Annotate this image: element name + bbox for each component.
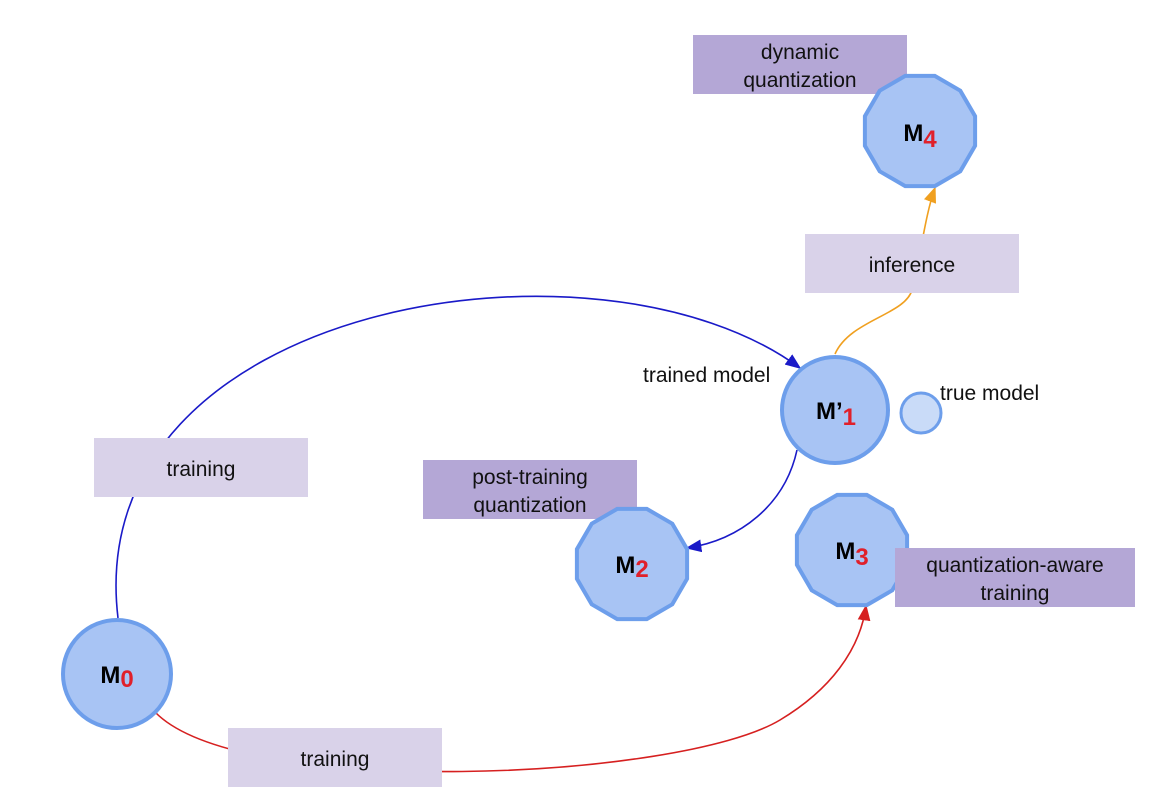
node-m2: M2 [574, 506, 690, 622]
node-m2-sub: 2 [635, 556, 648, 583]
label-training-bottom-text: training [301, 748, 370, 771]
node-m1-prime: M’1 [780, 355, 890, 465]
svg-text:M4: M4 [903, 120, 937, 153]
label-trained-model: trained model [643, 364, 770, 387]
label-qat-line1: quantization-aware [926, 554, 1103, 577]
node-m0-sub: 0 [120, 666, 133, 693]
node-m0: M0 [61, 618, 173, 730]
node-m2-main: M [615, 552, 635, 579]
svg-text:M2: M2 [615, 552, 648, 583]
label-training-bottom: training [228, 728, 442, 787]
label-true-model: true model [940, 382, 1039, 405]
svg-text:M0: M0 [100, 662, 133, 693]
label-post-training-line1: post-training [472, 466, 588, 489]
label-post-training-line2: quantization [473, 494, 586, 517]
node-m0-main: M [100, 662, 120, 689]
label-post-training-quantization: post-training quantization [423, 460, 637, 519]
node-m4: M4 [862, 73, 978, 189]
label-dynamic-quantization: dynamic quantization [693, 35, 907, 94]
label-dynamic-line2: quantization [743, 69, 856, 92]
label-dynamic-line1: dynamic [761, 41, 839, 64]
label-qat-line2: training [981, 582, 1050, 605]
label-training-top-text: training [167, 458, 236, 481]
node-true-model [899, 391, 943, 435]
node-m1-main: M’ [816, 398, 843, 425]
label-training-top: training [94, 438, 308, 497]
node-m4-main: M [903, 120, 923, 147]
node-m3-sub: 3 [855, 544, 868, 571]
node-m4-sub: 4 [923, 126, 937, 153]
node-m1-sub: 1 [843, 404, 856, 431]
node-m3-main: M [835, 538, 855, 565]
label-inference: inference [805, 234, 1019, 293]
node-m3: M3 [794, 492, 910, 608]
label-quantization-aware-training: quantization-aware training [895, 548, 1135, 607]
label-inference-text: inference [869, 254, 955, 277]
svg-text:M3: M3 [835, 538, 868, 571]
svg-text:M’1: M’1 [816, 398, 856, 431]
edge-m1-to-m2-post-training [685, 449, 798, 553]
